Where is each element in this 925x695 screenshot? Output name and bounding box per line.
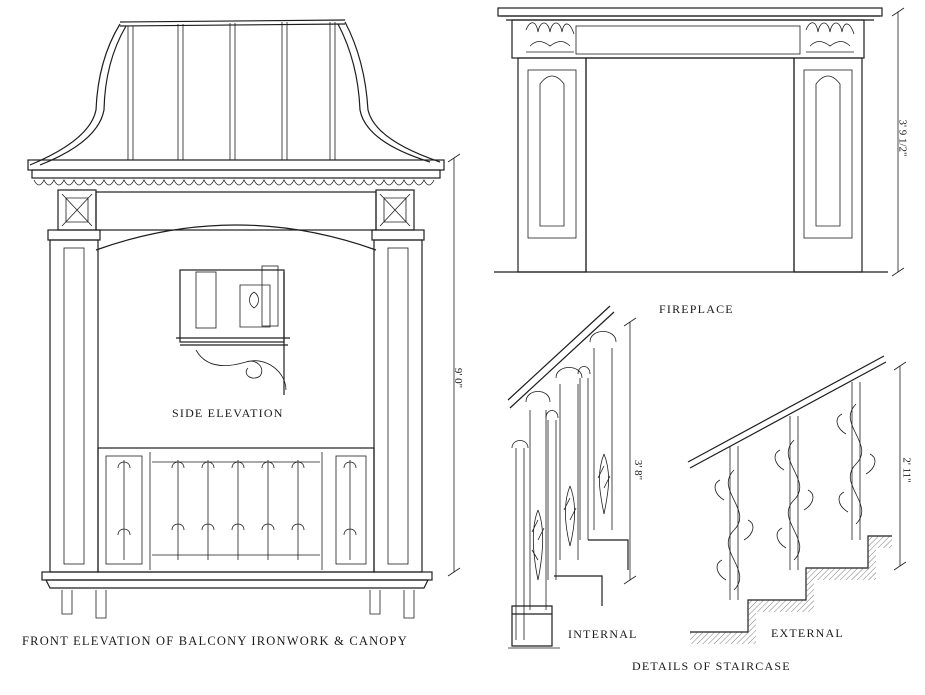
fireplace-caption: FIREPLACE xyxy=(659,302,734,316)
external-height-label: 2' 11" xyxy=(900,457,913,483)
balcony-height-label: 9' 0" xyxy=(452,367,465,389)
internal-staircase-drawing xyxy=(507,305,637,649)
balcony-caption: FRONT ELEVATION OF BALCONY IRONWORK & CA… xyxy=(22,634,408,648)
fireplace-drawing xyxy=(494,7,905,277)
external-staircase-drawing xyxy=(687,355,907,644)
internal-caption: INTERNAL xyxy=(568,627,638,641)
staircase-caption: DETAILS OF STAIRCASE xyxy=(632,659,791,673)
fireplace-height-label: 3' 9 1/2" xyxy=(896,119,909,157)
external-caption: EXTERNAL xyxy=(771,626,844,640)
balcony-canopy-drawing xyxy=(27,19,461,619)
internal-height-label: 3' 8" xyxy=(632,459,645,481)
side-elevation-inset xyxy=(176,265,290,395)
side-elevation-caption: SIDE ELEVATION xyxy=(172,406,284,420)
